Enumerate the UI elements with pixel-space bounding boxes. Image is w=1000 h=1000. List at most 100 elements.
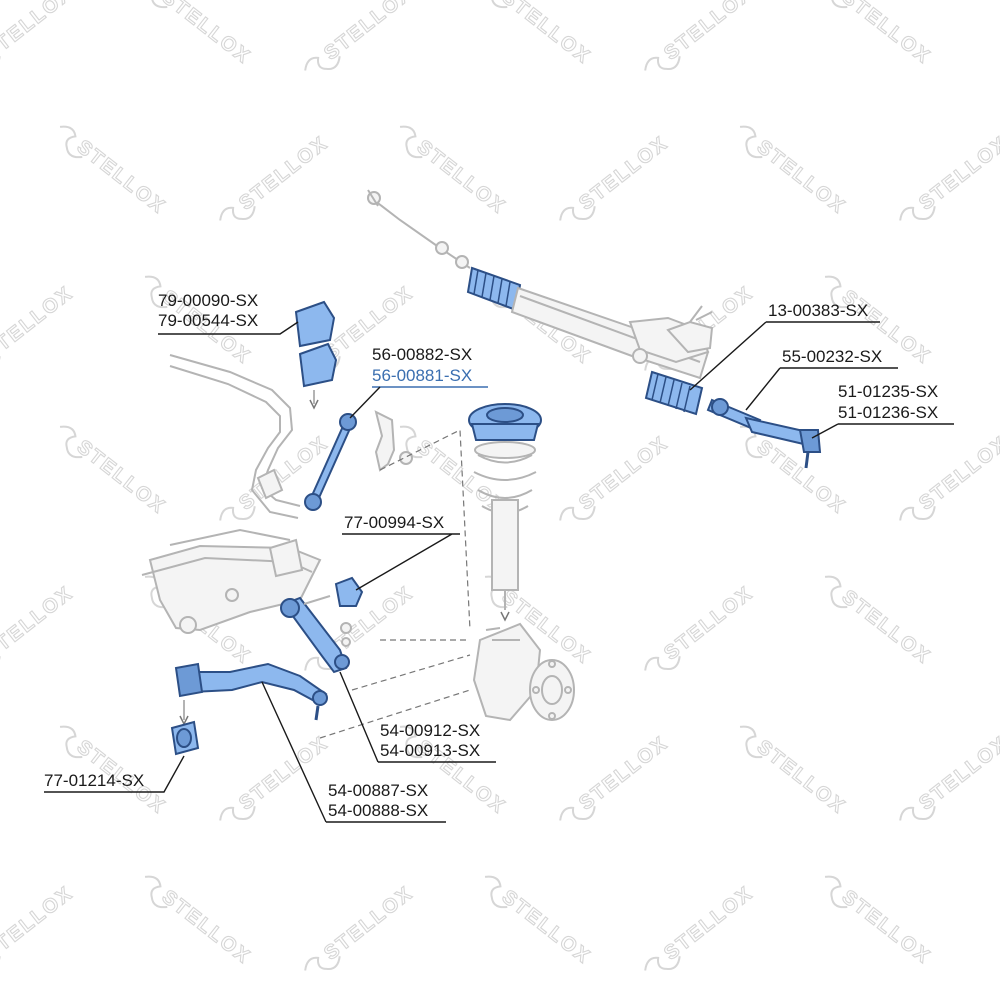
part-labels: 79-00090-SX 79-00544-SX 56-00882-SX 56-0… [44,291,938,820]
wheel-stud [548,660,556,668]
leader-77-01214 [44,755,185,793]
balljoint-nut [340,622,352,634]
watermark-mark: STELLOX [0,882,77,965]
watermark-mark: STELLOX [660,882,757,965]
label-79-00090-sx: 79-00090-SX [158,291,258,310]
watermark-mark: STELLOX [915,432,1000,515]
strut-top-mount-base [470,423,540,441]
watermark-mark: STELLOX [575,432,672,515]
wheel-stud [532,686,540,694]
watermark-logo-icon [644,656,681,671]
watermark-logo-icon [304,56,341,71]
watermark-mark: STELLOX [320,0,417,65]
watermark-logo-icon [824,0,848,9]
knuckle-detail [485,627,520,641]
knuckle-hub [472,622,575,722]
stabilizer-bar [169,300,413,519]
wheel-stud [564,686,572,694]
watermark-mark: STELLOX [235,132,332,215]
shock-absorber-body [491,499,519,591]
stabilizer-link-bottom [304,493,322,511]
strut-relation [379,429,471,631]
watermark-mark: STELLOX [915,132,1000,215]
control-arm-bush [334,576,364,607]
label-77-00994-sx: 77-00994-SX [344,513,444,532]
stabilizer-bushing [298,342,338,388]
watermark-logo-icon [484,0,508,9]
watermark-mark: STELLOX [915,732,1000,815]
left-boot-ribs [473,269,511,307]
watermark-logo-icon [484,875,508,909]
watermark-mark: STELLOX [838,886,935,969]
label-13-00383-sx: 13-00383-SX [768,301,868,320]
watermark-mark: STELLOX [0,0,77,65]
watermark-logo-icon [559,806,596,821]
leader-13-00383 [689,321,880,391]
watermark-logo-icon [59,725,83,759]
watermark-logo-icon [144,875,168,909]
watermark-mark: STELLOX [838,586,935,669]
watermark-mark: STELLOX [575,732,672,815]
right-boot-ribs [651,373,691,413]
rear-arm-stud [314,705,320,721]
rack-mount-bush [632,348,648,364]
left-tie-rod-clamp [455,255,469,269]
stabilizer-bar-body-lower [169,365,299,519]
watermark-logo-icon [644,56,681,71]
label-54-00887-sx: 54-00887-SX [328,781,428,800]
rear-control-arm-bush-mount [174,662,204,698]
watermark-mark: STELLOX [753,736,850,819]
watermark-logo-icon [219,206,256,221]
front-arm-bolt [303,595,331,605]
bushing-arrow [309,399,319,410]
leader-lines [44,321,954,823]
label-54-00913-sx: 54-00913-SX [380,741,480,760]
watermark-mark: STELLOX [753,436,850,519]
subframe-mount-mid [225,588,239,602]
link-bracket [374,410,396,472]
steering-rack [367,189,822,469]
spring-seat [474,441,536,459]
front-control-arm-balljoint [334,654,350,670]
watermark-logo-icon [399,725,423,759]
watermark-logo-icon [304,956,341,971]
wheel-hub-center [541,675,563,705]
leader-77-00994 [342,533,460,591]
leader-79-bushing [158,321,299,335]
watermark-logo-icon [219,506,256,521]
watermark-mark: STELLOX [73,436,170,519]
watermark-mark: STELLOX [158,0,255,69]
watermark-mark: STELLOX [498,0,595,69]
wheel-stud [548,712,556,720]
watermark-mark: STELLOX [158,886,255,969]
steering-knuckle [472,622,542,722]
watermark-logo-icon [899,506,936,521]
watermark-logo-icon [219,806,256,821]
watermark-logo-icon [824,275,848,309]
watermark-mark: STELLOX [413,136,510,219]
label-51-01236-sx: 51-01236-SX [838,403,938,422]
watermark-mark: STELLOX [498,886,595,969]
left-tie-rod-nut [435,241,449,255]
arm-relation-2 [351,654,471,691]
watermark-mark: STELLOX [0,282,77,365]
stabilizer-link-top [339,413,357,431]
watermark-logo-icon [824,575,848,609]
label-55-00232-sx: 55-00232-SX [782,347,882,366]
watermark-logo-icon [899,806,936,821]
watermark-logo-icon [739,725,763,759]
watermark-logo-icon [144,0,168,9]
label-79-00544-sx: 79-00544-SX [158,311,258,330]
watermark-logo-icon [644,956,681,971]
subframe-bracket [268,538,304,578]
strut-top-mount-center [486,407,524,423]
watermark-logo-icon [559,206,596,221]
leader-54-00912 [339,671,496,763]
watermark-logo-icon [59,425,83,459]
label-56-00881-sx[interactable]: 56-00881-SX [372,366,472,385]
arm-relation [319,689,471,739]
inner-tie-rod-joint [711,398,729,416]
watermark-mark: STELLOX [320,882,417,965]
